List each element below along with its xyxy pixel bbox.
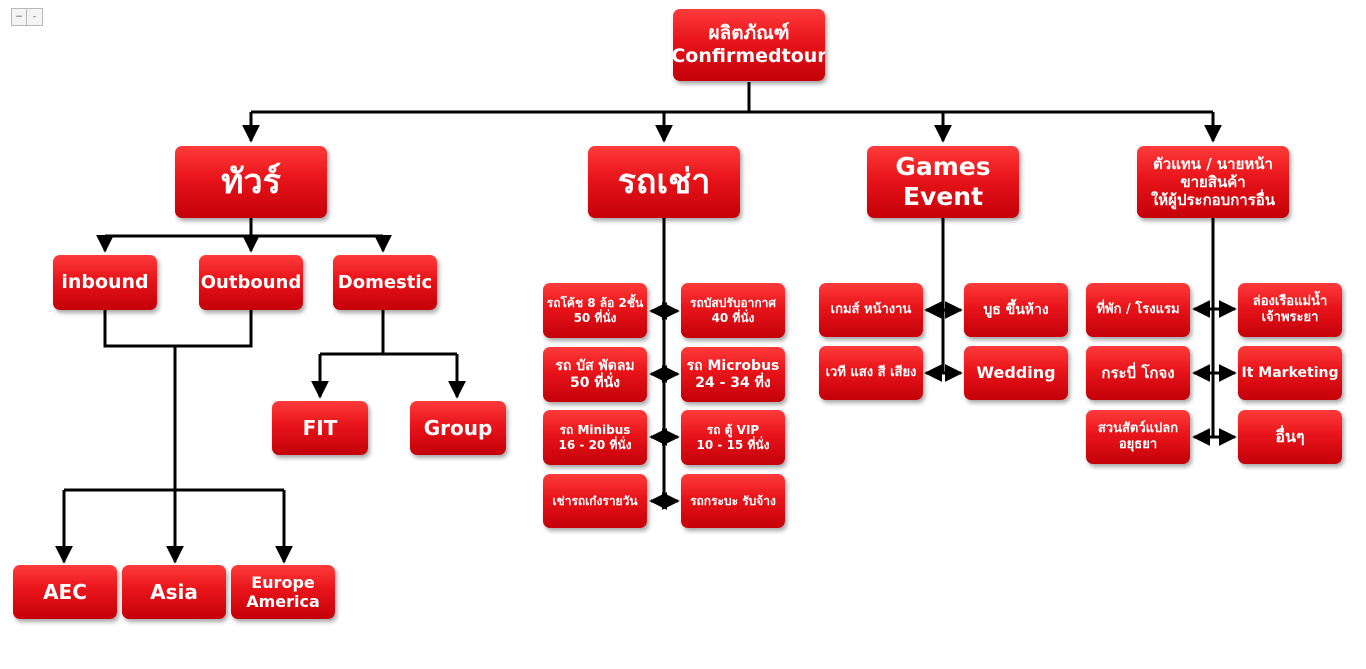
node-krabi: กระบี่ โกจง xyxy=(1086,346,1190,400)
node-pickup: รถกระบะ รับจ้าง xyxy=(681,474,785,528)
node-europe-line-2: America xyxy=(246,592,320,611)
node-agent-line-1: ตัวแทน / นายหน้า xyxy=(1153,155,1273,173)
node-aircon-bus-line-2: 40 ที่นั่ง xyxy=(711,310,755,325)
node-outbound: Outbound xyxy=(199,255,303,310)
node-van-vip-line-1: รถ ตู้ VIP xyxy=(706,423,760,438)
node-van-vip: รถ ตู้ VIP 10 - 15 ที่นั่ง xyxy=(681,410,785,465)
node-root-line-1: ผลิตภัณฑ์ xyxy=(708,22,790,45)
zoom-out-button[interactable]: − xyxy=(11,8,27,26)
node-microbus-line-1: รถ Microbus xyxy=(686,357,780,374)
node-rental: รถเช่า xyxy=(588,146,740,218)
zoom-controls: − - xyxy=(11,8,43,26)
node-tour: ทัวร์ xyxy=(175,146,327,218)
node-games-line-1: Games xyxy=(895,152,991,181)
connector-in-out-merge xyxy=(103,310,253,348)
node-mall-booth-label: บูธ ขึ้นห้าง xyxy=(983,301,1049,318)
node-hotel: ที่พัก / โรงแรม xyxy=(1086,283,1190,337)
zoom-in-button[interactable]: - xyxy=(27,8,43,26)
node-aircon-bus-line-1: รถบัสปรับอากาศ xyxy=(690,296,776,311)
node-minibus-line-2: 16 - 20 ที่นั่ง xyxy=(558,437,632,452)
node-coach8-line-2: 50 ที่นั่ง xyxy=(573,310,617,325)
node-group-label: Group xyxy=(423,416,493,440)
node-tour-label: ทัวร์ xyxy=(221,161,281,202)
node-storefront: เกมส์ หน้างาน xyxy=(819,283,923,337)
node-krabi-label: กระบี่ โกจง xyxy=(1101,364,1175,382)
node-stage: เวที แสง สี เสียง xyxy=(819,346,923,400)
node-fan-bus: รถ บัส พัดลม 50 ที่นั่ง xyxy=(543,347,647,402)
node-minibus: รถ Minibus 16 - 20 ที่นั่ง xyxy=(543,410,647,465)
node-hotel-label: ที่พัก / โรงแรม xyxy=(1096,302,1180,318)
node-fan-bus-line-2: 50 ที่นั่ง xyxy=(570,374,620,391)
node-daily-car-label: เช่ารถเก๋งรายวัน xyxy=(552,493,638,508)
node-agent-line-3: ให้ผู้ประกอบการอื่น xyxy=(1150,191,1276,209)
node-games-line-2: Event xyxy=(902,182,984,211)
node-europe: Europe America xyxy=(231,565,335,619)
node-europe-line-1: Europe xyxy=(251,572,315,592)
node-asia-label: Asia xyxy=(150,580,198,604)
node-daily-car: เช่ารถเก๋งรายวัน xyxy=(543,474,647,528)
node-rental-label: รถเช่า xyxy=(617,161,711,202)
node-group: Group xyxy=(410,401,506,455)
node-domestic-label: Domestic xyxy=(337,271,433,293)
node-itmkt-label: It Marketing xyxy=(1241,364,1339,381)
node-storefront-label: เกมส์ หน้างาน xyxy=(830,302,912,318)
node-aircon-bus: รถบัสปรับอากาศ 40 ที่นั่ง xyxy=(681,283,785,338)
node-aec-label: AEC xyxy=(43,580,87,604)
node-outbound-label: Outbound xyxy=(200,271,302,293)
node-coach8-line-1: รถโค้ช 8 ล้อ 2ชั้น xyxy=(546,296,644,311)
node-itmkt: It Marketing xyxy=(1238,346,1342,400)
node-domestic: Domestic xyxy=(333,255,437,310)
node-asia: Asia xyxy=(122,565,226,619)
node-river: ล่องเรือแม่น้ำ เจ้าพระยา xyxy=(1238,283,1342,337)
node-wedding: Wedding xyxy=(964,346,1068,400)
node-zoo-line-2: อยุธยา xyxy=(1118,437,1158,452)
node-river-line-1: ล่องเรือแม่น้ำ xyxy=(1252,294,1328,310)
node-wedding-label: Wedding xyxy=(976,363,1056,383)
node-root-line-2: Confirmedtour xyxy=(673,45,825,67)
node-aec: AEC xyxy=(13,565,117,619)
node-other: อื่นๆ xyxy=(1238,410,1342,464)
node-inbound: inbound xyxy=(53,255,157,310)
node-zoo: สวนสัตว์แปลก อยุธยา xyxy=(1086,410,1190,464)
node-microbus-line-2: 24 - 34 ที่ง xyxy=(695,374,771,391)
node-inbound-label: inbound xyxy=(61,271,149,294)
node-stage-label: เวที แสง สี เสียง xyxy=(825,365,917,381)
node-other-label: อื่นๆ xyxy=(1275,427,1305,447)
node-minibus-line-1: รถ Minibus xyxy=(559,423,631,438)
node-van-vip-line-2: 10 - 15 ที่นั่ง xyxy=(696,437,770,452)
node-zoo-line-1: สวนสัตว์แปลก xyxy=(1097,421,1179,437)
node-pickup-label: รถกระบะ รับจ้าง xyxy=(690,493,776,508)
node-mall-booth: บูธ ขึ้นห้าง xyxy=(964,283,1068,337)
node-microbus: รถ Microbus 24 - 34 ที่ง xyxy=(681,347,785,402)
node-fit-label: FIT xyxy=(302,416,338,440)
node-agent-line-2: ขายสินค้า xyxy=(1180,173,1246,191)
node-games: Games Event xyxy=(867,146,1019,218)
node-agent: ตัวแทน / นายหน้า ขายสินค้า ให้ผู้ประกอบก… xyxy=(1137,146,1289,218)
node-fan-bus-line-1: รถ บัส พัดลม xyxy=(555,357,635,374)
node-root: ผลิตภัณฑ์ Confirmedtour xyxy=(673,9,825,81)
node-fit: FIT xyxy=(272,401,368,455)
node-coach8: รถโค้ช 8 ล้อ 2ชั้น 50 ที่นั่ง xyxy=(543,283,647,338)
node-river-line-2: เจ้าพระยา xyxy=(1261,310,1319,325)
